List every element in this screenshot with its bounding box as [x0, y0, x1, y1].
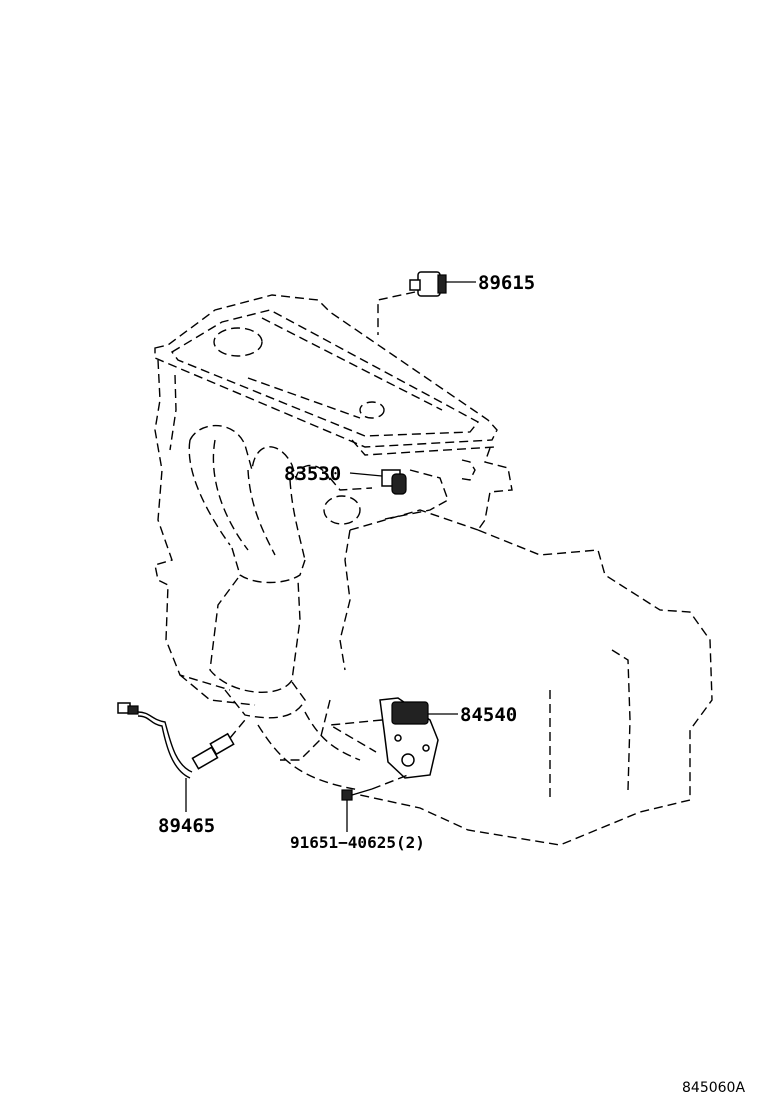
valve-cover-outline	[154, 294, 498, 448]
part-89465-oxygen-sensor[interactable]: 89465	[117, 702, 246, 837]
cover-ridge-2	[247, 377, 361, 419]
manifold-runner-3	[247, 469, 276, 556]
sensor-body	[417, 271, 441, 297]
converter-outlet	[224, 681, 306, 719]
switch-shaft	[401, 753, 415, 767]
label-83530: 83530	[284, 463, 341, 485]
manifold-runner-1	[188, 439, 231, 546]
sensor-hex-89465	[209, 732, 235, 756]
part-83530-switch[interactable]: 83530	[284, 463, 407, 495]
head-left-side	[154, 359, 231, 691]
exhaust-pipe	[257, 711, 361, 791]
dashed-leader-89465	[229, 719, 246, 739]
exhaust-manifold	[189, 424, 331, 481]
head-right-boss	[457, 459, 476, 481]
sensor-wire-2	[137, 715, 191, 779]
head-left-inner	[169, 374, 177, 451]
switch-hex	[391, 473, 407, 495]
lower-block	[280, 699, 331, 761]
transmission-top	[349, 509, 479, 531]
label-84540: 84540	[460, 704, 517, 726]
leader-83530	[349, 472, 383, 477]
label-89615: 89615	[478, 272, 535, 294]
bolt-shank	[351, 788, 373, 796]
head-right-mid	[379, 469, 449, 521]
catalytic-converter	[209, 577, 301, 693]
cover-rim	[351, 439, 496, 456]
switch-hole-2	[394, 734, 402, 742]
label-89465: 89465	[158, 815, 215, 837]
sensor-tip	[409, 279, 421, 291]
dashed-leader-84540	[327, 719, 383, 753]
manifold-flange	[329, 477, 373, 491]
dashed-leader-bolt	[371, 774, 409, 790]
valve-cover-inner	[170, 309, 480, 437]
switch-hole-1	[422, 744, 430, 752]
thermostat-housing	[323, 495, 361, 525]
bolt-head	[341, 789, 353, 801]
transmission-outline	[359, 529, 713, 846]
engine-outline	[154, 294, 713, 846]
cover-boss	[359, 401, 385, 419]
sensor-connector	[437, 274, 447, 294]
part-91651-bolt[interactable]: 91651−40625(2)	[290, 774, 425, 852]
manifold-runner-2	[212, 439, 249, 551]
oil-pan	[179, 674, 256, 706]
part-89615-sensor[interactable]: 89615	[377, 271, 535, 335]
dashed-leader-89615	[377, 291, 416, 335]
head-right-side	[477, 447, 513, 531]
part-84540-switch[interactable]: 84540	[327, 697, 517, 779]
transmission-face	[611, 649, 631, 791]
manifold-runner-4	[289, 479, 306, 561]
transmission-left	[339, 529, 351, 671]
oil-cap-outline	[213, 327, 263, 357]
sensor-plug-end	[127, 705, 139, 715]
switch-connector	[391, 701, 429, 725]
sensor-wire-1	[137, 711, 193, 773]
cover-ridge-1	[261, 317, 443, 411]
manifold-collector	[231, 547, 306, 584]
label-91651: 91651−40625(2)	[290, 833, 425, 852]
diagram-code: 845060A	[682, 1080, 745, 1096]
